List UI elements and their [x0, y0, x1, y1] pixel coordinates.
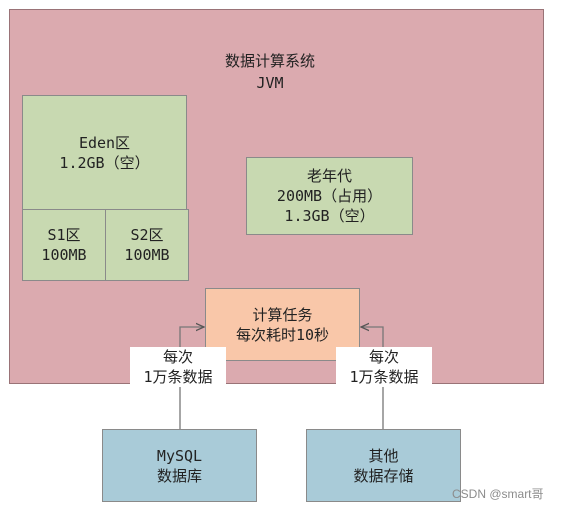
- mysql-line1: MySQL: [156, 446, 203, 465]
- old-gen-name: 老年代: [306, 167, 352, 185]
- jvm-label: JVM: [256, 74, 284, 92]
- s2-region: S2区 100MB: [105, 209, 189, 281]
- mysql-source: MySQL 数据库: [102, 429, 257, 502]
- compute-task: 计算任务 每次耗时10秒: [205, 288, 360, 361]
- edge-label-left-line2: 1万条数据: [143, 368, 213, 386]
- old-gen-used: 200MB（占用）: [276, 187, 383, 205]
- s1-size: 100MB: [41, 246, 87, 264]
- old-gen-free: 1.3GB（空）: [284, 207, 375, 225]
- system-title: 数据计算系统: [224, 52, 315, 70]
- old-generation-region: 老年代 200MB（占用） 1.3GB（空）: [246, 157, 413, 235]
- edge-label-right: 每次 1万条数据: [336, 347, 432, 387]
- s2-size: 100MB: [124, 246, 170, 264]
- other-line1: 其他: [368, 446, 399, 465]
- edge-label-right-line2: 1万条数据: [349, 368, 419, 386]
- watermark: CSDN @smart哥: [452, 487, 544, 501]
- s1-name: S1区: [47, 226, 81, 244]
- edge-label-left: 每次 1万条数据: [130, 347, 226, 387]
- edge-label-left-line1: 每次: [162, 348, 193, 366]
- eden-detail: 1.2GB（空）: [59, 153, 150, 172]
- task-detail: 每次耗时10秒: [235, 325, 330, 344]
- eden-name: Eden区: [78, 133, 131, 152]
- s1-region: S1区 100MB: [22, 209, 106, 281]
- edge-label-right-line1: 每次: [368, 348, 399, 366]
- s2-name: S2区: [130, 226, 164, 244]
- mysql-line2: 数据库: [156, 466, 202, 485]
- other-storage-source: 其他 数据存储: [306, 429, 461, 502]
- eden-region: Eden区 1.2GB（空）: [22, 95, 187, 210]
- other-line2: 数据存储: [353, 466, 414, 485]
- task-name: 计算任务: [252, 305, 313, 324]
- jvm-title-block: 数据计算系统 JVM: [170, 50, 370, 94]
